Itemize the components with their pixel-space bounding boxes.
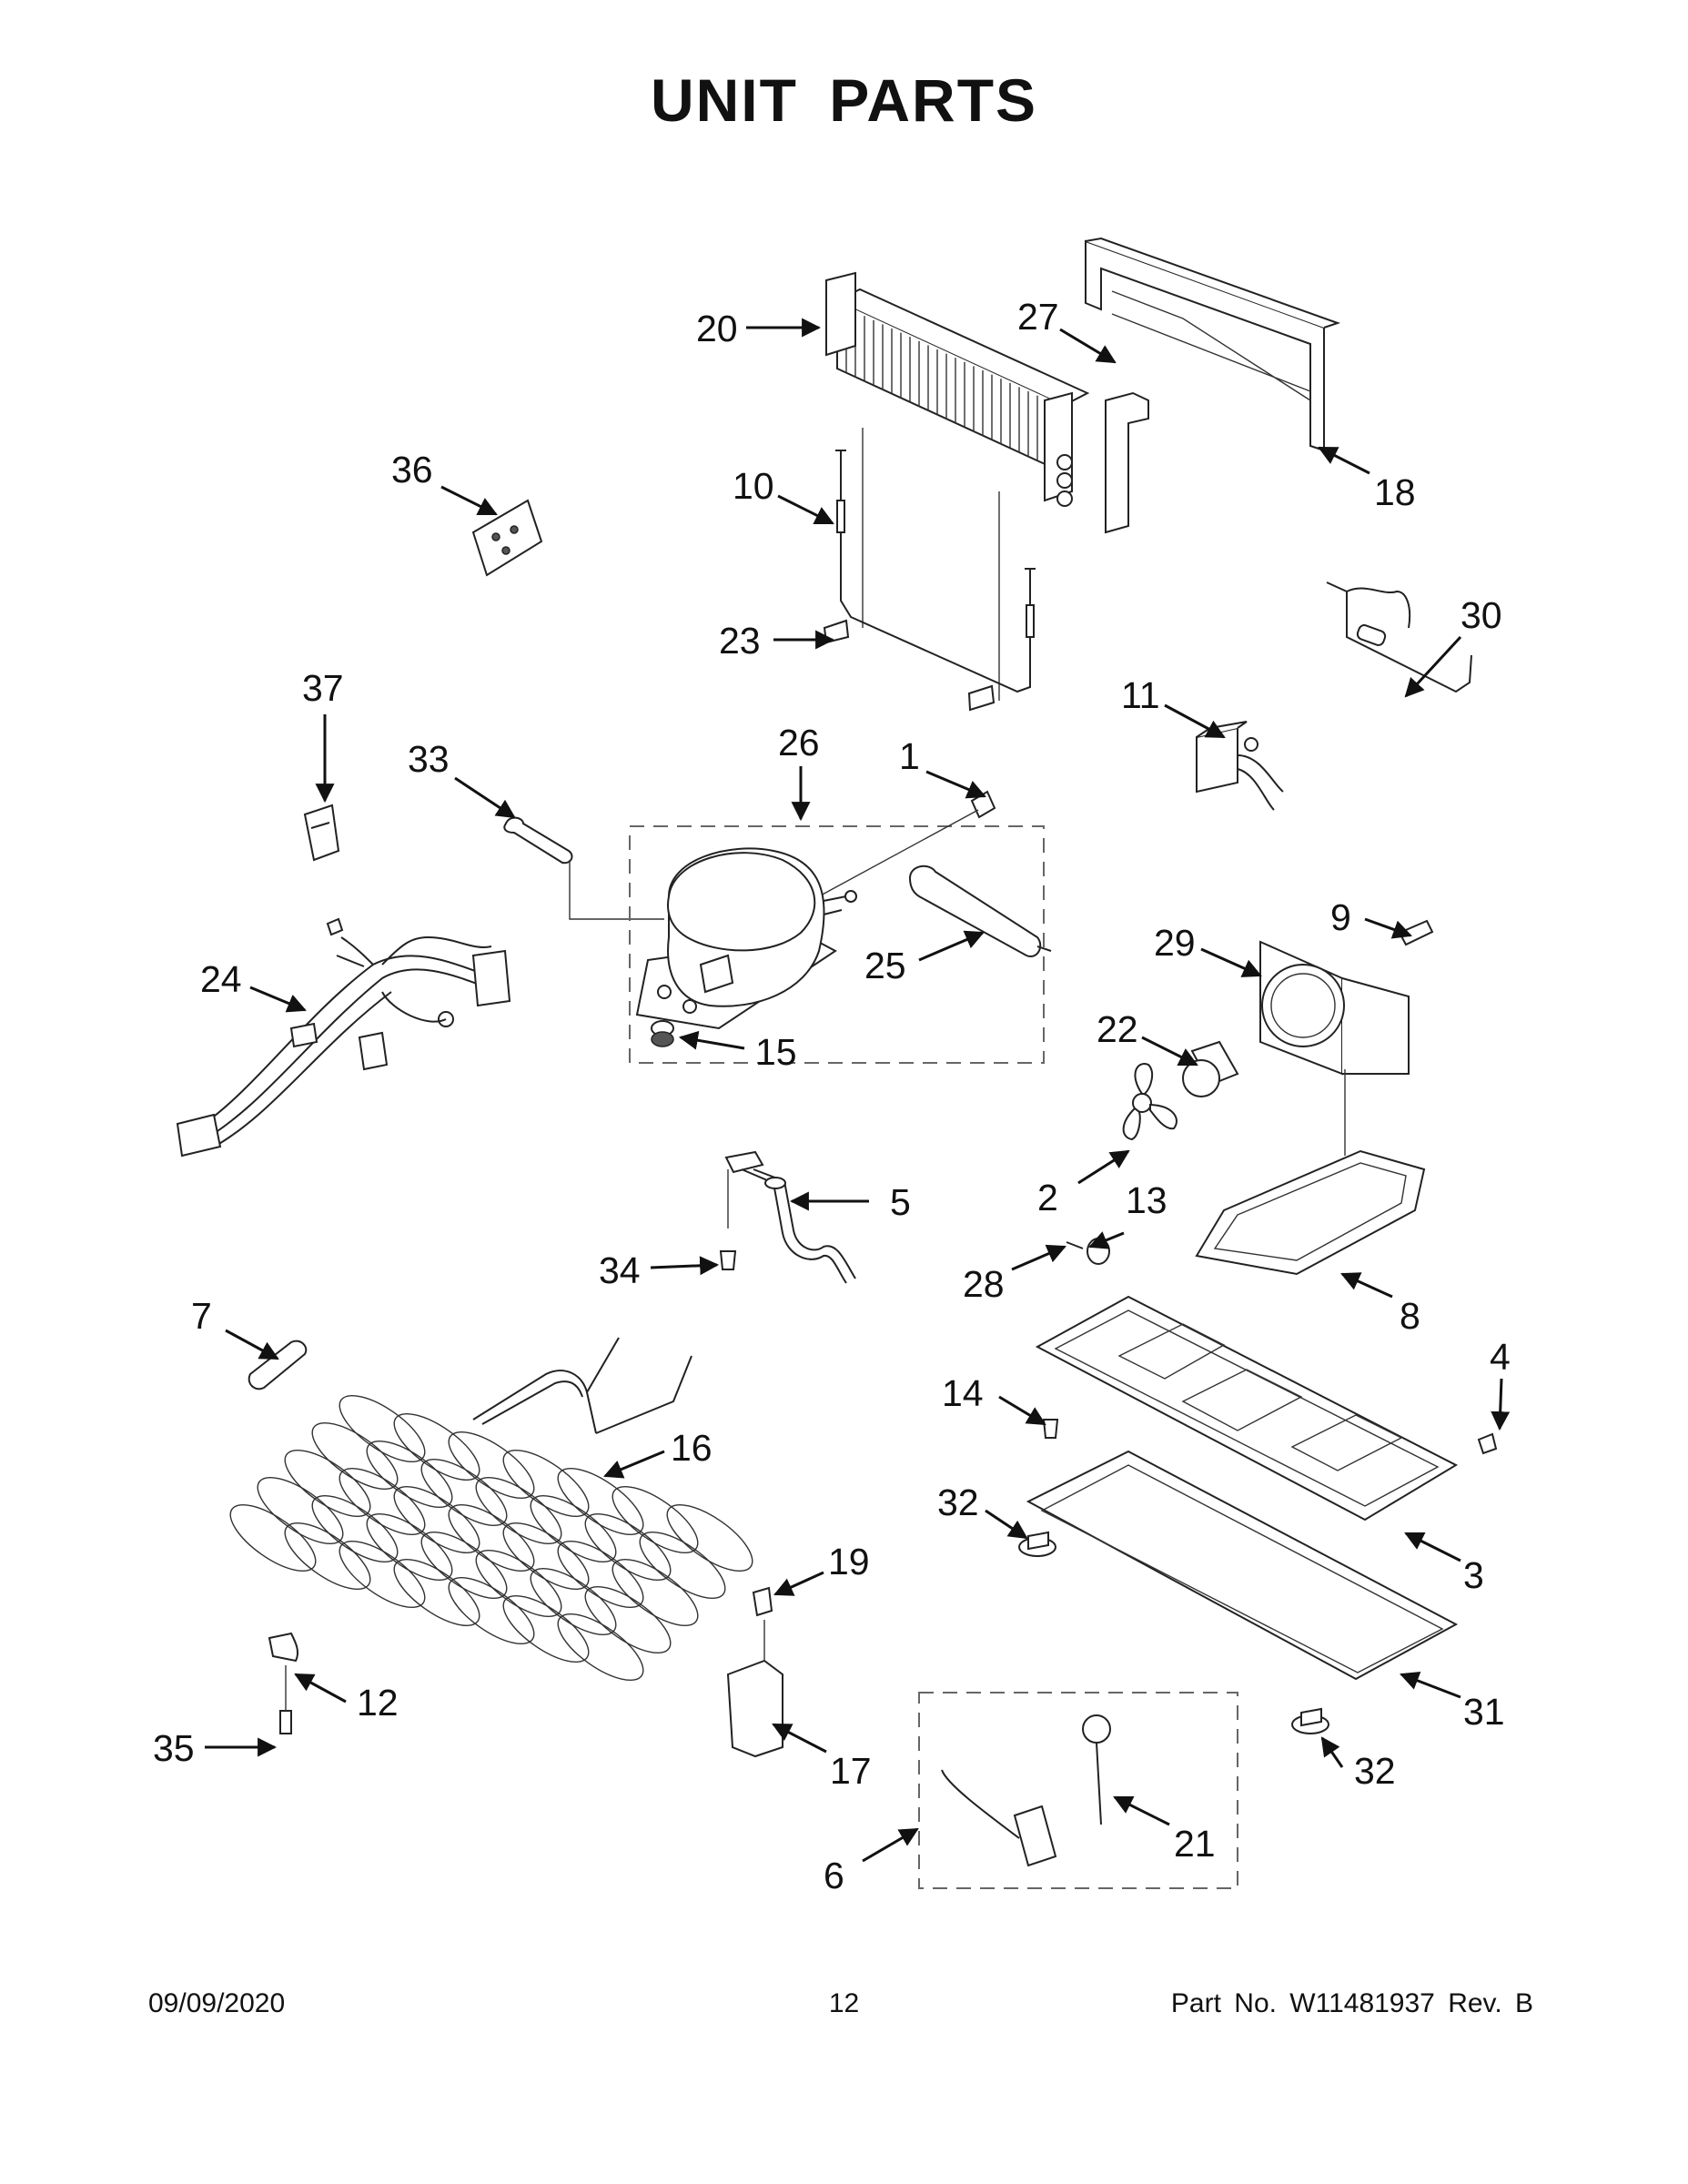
part-screw-35 [279,1665,292,1734]
callout-1: 1 [899,735,920,777]
part-fan-blade [1122,1063,1178,1141]
part-foot-a [1018,1531,1056,1557]
callout-29: 29 [1154,922,1196,964]
part-start-relay [1196,721,1284,811]
callout-7: 7 [191,1295,212,1337]
callout-6: 6 [824,1855,844,1896]
part-sleeve [248,1340,308,1390]
callout-27: 27 [1017,296,1059,338]
part-sensor-bracket [941,1769,1057,1867]
callout-2: 2 [1037,1177,1058,1218]
part-evaporator [825,271,1090,701]
callout-10: 10 [733,465,774,507]
part-drier [908,864,1052,957]
callout-24: 24 [200,958,242,1000]
callout-11: 11 [1121,674,1160,716]
callout-5: 5 [890,1181,911,1223]
callout-28: 28 [963,1263,1005,1305]
part-defrost-heater [823,450,1036,712]
callout-22: 22 [1097,1008,1138,1050]
part-insulation-sheet [1026,1450,1459,1681]
part-thermistor [1082,1714,1111,1825]
part-cover-duct [1085,237,1341,452]
part-fan-shroud [1259,940,1410,1076]
callout-36: 36 [391,449,433,490]
callout-4: 4 [1490,1336,1511,1378]
part-control-board [471,499,543,577]
part-grommet [651,1020,674,1047]
part-screw-4 [1477,1432,1498,1455]
callout-18: 18 [1374,471,1416,513]
part-clip-12 [268,1632,299,1663]
callout-30: 30 [1461,594,1502,636]
part-screw-14 [1042,1419,1059,1439]
part-capillary-tube [1326,581,1472,693]
compressor-group-frame [629,825,1045,1064]
part-fan-motor [1182,1040,1239,1097]
part-drain-pan [1195,1069,1426,1276]
callout-14: 14 [942,1372,984,1414]
part-foot-b [1291,1707,1329,1734]
callout-9: 9 [1330,896,1351,938]
callout-37: 37 [302,667,344,709]
callout-32b: 32 [1354,1750,1396,1792]
callout-8: 8 [1400,1295,1420,1337]
callout-25: 25 [864,945,906,986]
part-fitting [818,790,996,897]
part-screw-34 [719,1250,737,1270]
callout-16: 16 [671,1427,713,1469]
part-screw-19 [752,1586,773,1617]
callout-31: 31 [1463,1691,1505,1733]
footer-part-number: Part No. W11481937 Rev. B [1170,1988,1533,2018]
callout-32a: 32 [937,1481,979,1523]
callout-20: 20 [696,308,738,349]
part-condenser-coil [229,1337,753,1682]
footer-date: 09/09/2020 [148,1988,286,2018]
callout-12: 12 [357,1682,399,1724]
callout-leaders [205,318,1511,1863]
callout-35: 35 [153,1727,195,1769]
part-gasket-strip [1105,391,1149,534]
callout-15: 15 [755,1031,797,1073]
callout-13: 13 [1126,1179,1167,1221]
part-compressor [635,847,857,1030]
part-strap [503,816,664,920]
sensor-group-frame [918,1692,1238,1889]
callout-23: 23 [719,620,761,662]
footer-page-number: 12 [828,1988,860,2018]
part-bracket [726,1620,783,1758]
part-drain-tube [724,1150,856,1284]
callout-19: 19 [828,1541,870,1582]
part-screw-9 [1398,919,1434,946]
callout-21: 21 [1174,1823,1216,1865]
callout-17: 17 [830,1750,872,1792]
callout-3: 3 [1463,1554,1484,1596]
callout-26: 26 [778,722,820,763]
part-pin-28 [1066,1241,1084,1249]
callout-33: 33 [408,738,450,780]
page-title: UNIT PARTS [650,66,1038,134]
part-harness-clip [303,804,340,862]
callout-34: 34 [599,1249,641,1291]
part-wiring-harness [176,917,511,1158]
part-base-plate [1035,1295,1459,1522]
